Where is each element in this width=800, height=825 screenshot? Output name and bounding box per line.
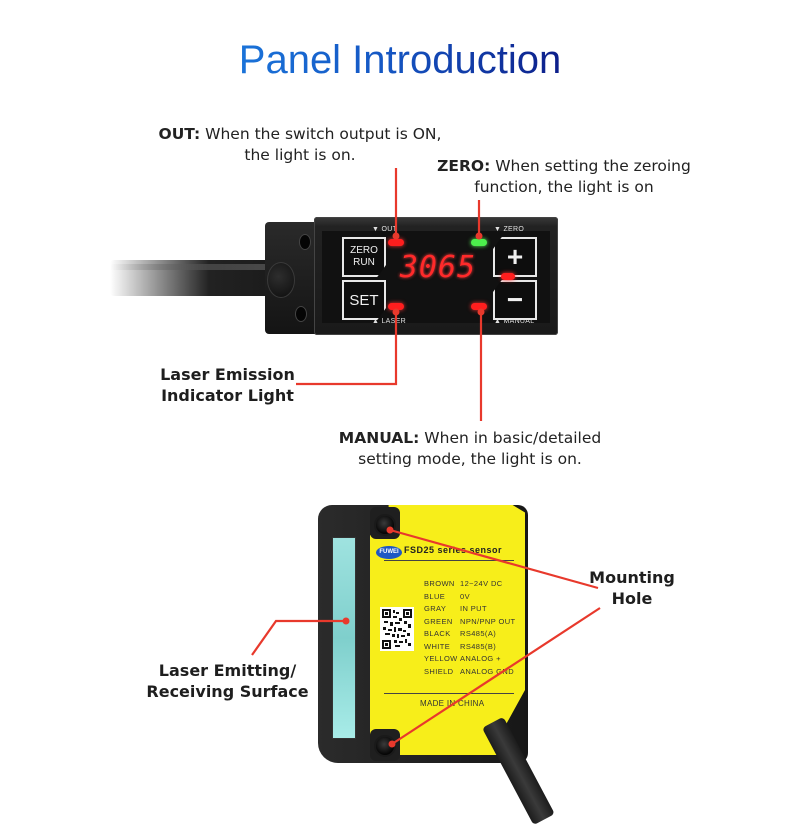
- wire-function: IN PUT: [460, 604, 487, 613]
- zero-desc-2: function, the light is on: [474, 178, 654, 196]
- zero-callout: ZERO: When setting the zeroing function,…: [414, 156, 714, 198]
- wiring-row: GRAY IN PUT: [424, 603, 516, 616]
- qr-code-icon: [382, 609, 412, 649]
- mounting-hole-bottom: [374, 735, 396, 757]
- plus-icon: +: [506, 241, 524, 272]
- zero-run-label-2: RUN: [353, 257, 375, 268]
- surface-leader-line: [251, 619, 346, 656]
- wiring-row: BROWN 12~24V DC: [424, 578, 516, 591]
- set-label: SET: [349, 291, 379, 309]
- out-led: [388, 239, 404, 246]
- zero-term: ZERO:: [437, 157, 491, 175]
- cable-gland: [267, 262, 295, 298]
- zero-run-label-1: ZERO: [350, 245, 378, 256]
- wire-function: RS485(B): [460, 641, 497, 651]
- manual-callout-line1: MANUAL: When in basic/detailed: [300, 428, 640, 449]
- wire-function: ANALOG +: [460, 654, 501, 663]
- amplifier-end-cap: [265, 222, 317, 334]
- laser-leader-line: [296, 312, 398, 386]
- mounting-callout-line1: Mounting: [589, 568, 675, 587]
- surface-callout-line2: Receiving Surface: [146, 682, 309, 701]
- laser-callout-line2: Indicator Light: [161, 386, 294, 405]
- out-term: OUT:: [158, 125, 201, 143]
- zero-indicator-label: ▼ ZERO: [494, 226, 525, 233]
- laser-indicator-callout: Laser Emission Indicator Light: [140, 364, 315, 406]
- out-leader-dot: [392, 232, 400, 240]
- mounting-leader-top: [389, 528, 599, 590]
- wire-function: ANALOG GND: [460, 666, 515, 676]
- amplifier-cable: [110, 260, 275, 296]
- cap-screw-hole-top: [299, 234, 311, 250]
- laser-leader-dot: [392, 308, 400, 316]
- wire-color: GRAY: [424, 604, 447, 613]
- manual-led: [471, 303, 487, 310]
- manual-term: MANUAL:: [338, 429, 420, 447]
- wiring-row: BLUE 0V: [424, 591, 516, 604]
- wire-function: RS485(A): [460, 629, 497, 638]
- manual-leader-dot: [477, 308, 485, 316]
- minus-button[interactable]: −: [493, 280, 537, 320]
- wire-function: 12~24V DC: [460, 579, 503, 588]
- out-callout-line1: OUT: When the switch output is ON,: [130, 124, 470, 145]
- out-indicator-label: ▼ OUT: [372, 226, 398, 233]
- laser-led: [388, 303, 404, 310]
- zero-callout-line1: ZERO: When setting the zeroing: [414, 156, 714, 177]
- wire-color: YELLOW: [424, 654, 458, 663]
- zero-leader-dot: [475, 232, 483, 240]
- laser-callout-line1: Laser Emission: [160, 365, 295, 384]
- page-title: Panel Introduction: [0, 38, 800, 83]
- mounting-leader-bottom: [391, 607, 601, 745]
- digital-display: 3065: [399, 250, 477, 285]
- manual-desc-1: When in basic/detailed: [419, 429, 602, 447]
- surface-callout-line1: Laser Emitting/: [158, 661, 297, 680]
- laser-emitting-surface: [332, 537, 356, 739]
- wiring-row: SHIELD ANALOG GND: [424, 666, 516, 679]
- wiring-row: GREEN NPN/PNP OUT: [424, 616, 516, 629]
- zero-led: [471, 239, 487, 246]
- set-button[interactable]: SET: [342, 280, 386, 320]
- out-desc-1: When the switch output is ON,: [200, 125, 442, 143]
- wire-function: NPN/PNP OUT: [460, 616, 516, 626]
- mounting-callout-line2: Hole: [611, 589, 653, 608]
- wire-color: BROWN: [424, 579, 455, 588]
- cap-screw-hole-bottom: [295, 306, 307, 322]
- surface-callout: Laser Emitting/ Receiving Surface: [140, 660, 315, 702]
- wire-color: SHIELD: [424, 666, 454, 676]
- wire-function: 0V: [460, 591, 470, 601]
- minus-icon: −: [506, 284, 524, 315]
- zero-desc-1: When setting the zeroing: [490, 157, 691, 175]
- wiring-row: WHITE RS485(B): [424, 641, 516, 654]
- manual-desc-2: setting mode, the light is on.: [358, 450, 582, 468]
- label-rule-bottom: [384, 693, 514, 694]
- wiring-table: BROWN 12~24V DC BLUE 0V GRAY IN PUT GREEN NPN/P…: [424, 578, 516, 678]
- out-desc-2: the light is on.: [244, 146, 356, 164]
- mounting-bottom-dot: [388, 740, 396, 748]
- plus-button[interactable]: +: [493, 237, 537, 277]
- zero-run-button[interactable]: ZERO RUN: [342, 237, 386, 277]
- wiring-row: BLACK RS485(A): [424, 628, 516, 641]
- label-rule-top: [384, 560, 514, 561]
- qr-code: [380, 607, 414, 651]
- laser-indicator-label: ▲ LASER: [372, 318, 406, 325]
- manual-indicator-label: ▲ MANUAL: [494, 318, 535, 325]
- value-led: [501, 273, 515, 280]
- mounting-top-dot: [386, 526, 394, 534]
- wire-color: BLUE: [424, 591, 446, 601]
- callout-lines: [251, 168, 601, 748]
- surface-leader-dot: [342, 617, 350, 625]
- brand-logo: FUWEI: [376, 546, 402, 559]
- page-title-text: Panel Introduction: [238, 38, 562, 82]
- wire-color: WHITE: [424, 641, 451, 651]
- out-callout: OUT: When the switch output is ON, the l…: [130, 124, 470, 166]
- mounting-hole-callout: Mounting Hole: [572, 567, 692, 609]
- series-name: FSD25 series sensor: [404, 545, 503, 555]
- wire-color: BLACK: [424, 629, 451, 638]
- manual-callout: MANUAL: When in basic/detailed setting m…: [300, 428, 640, 470]
- wire-color: GREEN: [424, 616, 453, 626]
